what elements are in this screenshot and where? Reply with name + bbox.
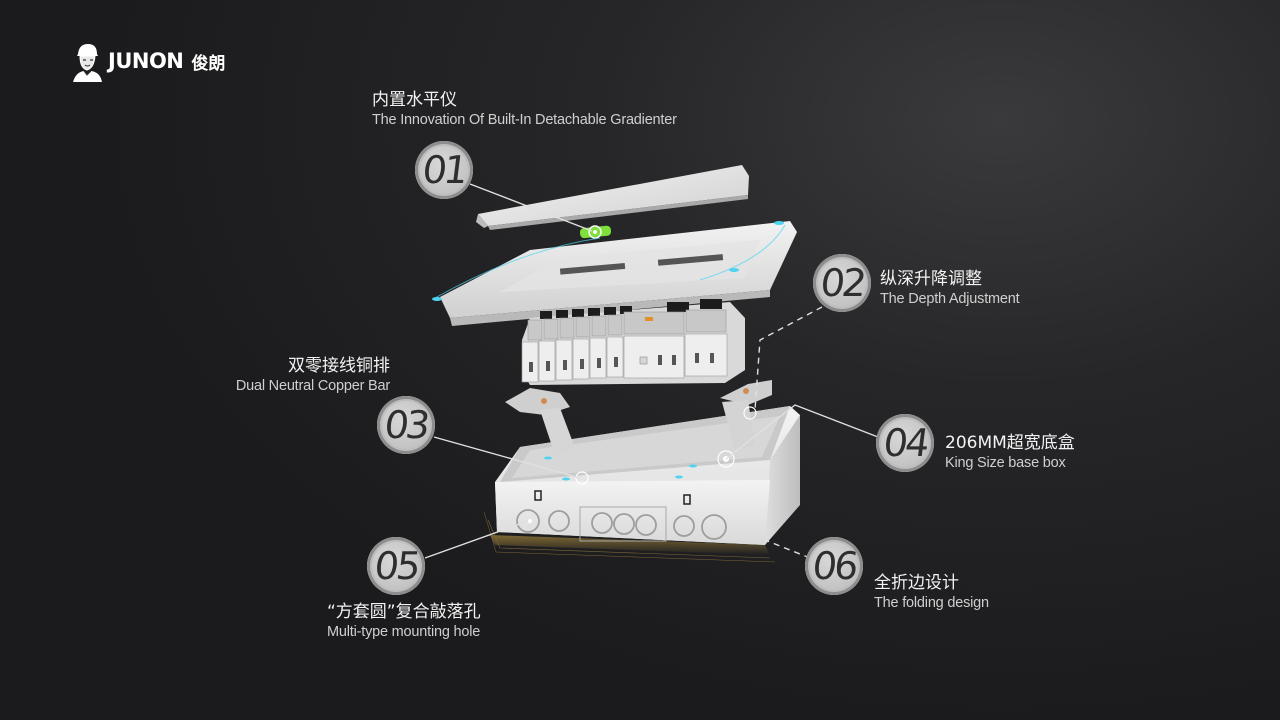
feature-title-cn: 全折边设计 [874, 573, 959, 593]
feature-label-06: 全折边设计 The folding design [874, 573, 989, 613]
feature-label-01: 内置水平仪 The Innovation Of Built-In Detacha… [372, 90, 677, 130]
brand-name-cn: 俊朗 [191, 53, 226, 74]
worker-helmet-icon [73, 44, 102, 82]
feature-title-en: The Depth Adjustment [880, 291, 1020, 307]
callout-lines [424, 183, 879, 559]
brand-logo: JUNON 俊朗 [70, 40, 225, 82]
feature-badge-06: 06 [805, 537, 863, 595]
feature-label-05: “方套圆”复合敲落孔 Multi-type mounting hole [327, 602, 481, 642]
feature-title-cn: 双零接线铜排 [288, 356, 390, 376]
floor-glow [483, 511, 776, 563]
feature-title-en: Multi-type mounting hole [327, 624, 481, 640]
top-cover [476, 165, 749, 230]
feature-title-cn: 内置水平仪 [372, 90, 457, 110]
feature-badge-04: 04 [876, 414, 934, 472]
feature-title-cn: 206MM超宽底盒 [945, 433, 1075, 453]
feature-title-en: The folding design [874, 595, 989, 611]
feature-title-en: Dual Neutral Copper Bar [235, 378, 390, 394]
feature-title-en: The Innovation Of Built-In Detachable Gr… [372, 112, 677, 128]
brand-name: JUNON [108, 49, 184, 73]
feature-badge-02: 02 [813, 254, 871, 312]
feature-title-cn: 纵深升降调整 [880, 269, 982, 289]
feature-label-04: 206MM超宽底盒 King Size base box [945, 433, 1075, 473]
breaker-modules [521, 299, 745, 385]
base-box [495, 380, 800, 545]
feature-label-03: 双零接线铜排 Dual Neutral Copper Bar [236, 356, 390, 396]
feature-badge-03: 03 [377, 396, 435, 454]
feature-label-02: 纵深升降调整 The Depth Adjustment [880, 269, 1020, 309]
feature-badge-05: 05 [367, 537, 425, 595]
feature-badge-01: 01 [415, 141, 473, 199]
feature-title-en: King Size base box [945, 455, 1066, 471]
feature-title-cn: “方套圆”复合敲落孔 [327, 602, 481, 622]
